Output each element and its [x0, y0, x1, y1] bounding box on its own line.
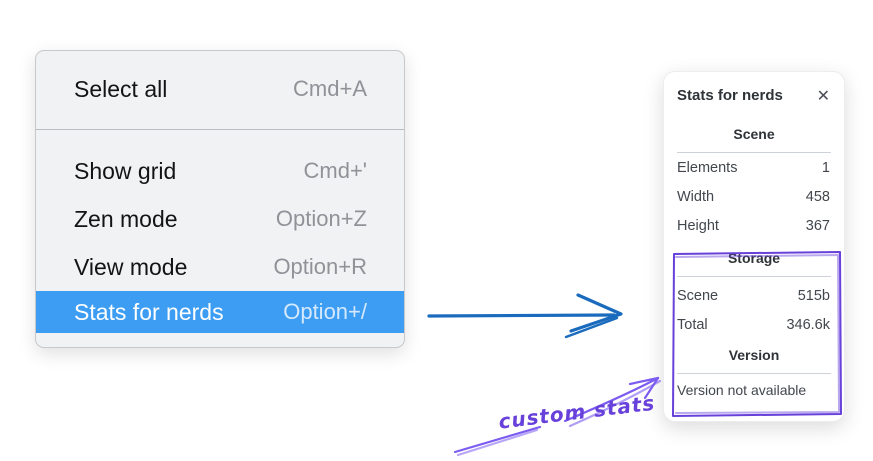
stats-panel-title: Stats for nerds: [677, 87, 783, 104]
stat-value: 346.6k: [786, 316, 830, 333]
menu-item-shortcut: Option+Z: [275, 206, 367, 231]
stat-label: Elements: [677, 159, 738, 176]
section-header: Storage: [727, 250, 781, 266]
stat-row: Scene 515b: [664, 281, 844, 310]
stat-row: Height 367: [664, 211, 844, 240]
menu-item-label: Stats for nerds: [74, 298, 224, 325]
menu-item-shortcut: Cmd+': [303, 158, 368, 183]
stat-label: Width: [677, 188, 715, 205]
section-divider: [677, 276, 831, 277]
stats-section-storage: Storage Scene 515b Total 346.6k: [664, 248, 844, 339]
stat-row: Elements 1: [664, 153, 844, 182]
menu-item-select-all[interactable]: Select all Cmd+A: [36, 64, 404, 114]
menu-item-stats-for-nerds[interactable]: Stats for nerds Option+/: [36, 291, 404, 333]
menu-item-zen-mode[interactable]: Zen mode Option+Z: [36, 195, 404, 243]
menu-item-label: Zen mode: [74, 205, 178, 232]
stats-section-version: Version Version not available: [664, 345, 844, 400]
menu-item-label: View mode: [74, 253, 188, 280]
stat-value: 1: [821, 159, 830, 176]
stat-row: Width 458: [664, 182, 844, 211]
section-header: Version: [728, 347, 780, 363]
menu-item-label: Select all: [74, 75, 168, 102]
stats-section-scene: Scene Elements 1 Width 458 Height 367: [664, 124, 844, 240]
context-menu: Select all Cmd+A Show grid Cmd+' Zen mod…: [35, 50, 405, 348]
stat-value: 458: [805, 188, 830, 205]
close-icon[interactable]: ✕: [816, 85, 830, 105]
menu-spacer: [36, 130, 404, 147]
stat-value: 515b: [797, 287, 830, 304]
custom-stats-label: custom stats: [497, 390, 657, 434]
stat-label: Height: [677, 217, 719, 234]
section-header: Scene: [733, 126, 775, 142]
section-divider: [677, 152, 831, 153]
menu-item-shortcut: Option+R: [273, 254, 367, 279]
section-divider: [677, 373, 831, 374]
version-note: Version not available: [677, 382, 807, 398]
stats-panel-header: Stats for nerds ✕: [664, 72, 844, 104]
menu-item-shortcut: Option+/: [283, 299, 367, 324]
menu-item-view-mode[interactable]: View mode Option+R: [36, 243, 404, 291]
stat-value: 367: [805, 217, 830, 234]
stat-row: Total 346.6k: [664, 310, 844, 339]
menu-item-show-grid[interactable]: Show grid Cmd+': [36, 147, 404, 195]
blue-arrow: [427, 293, 623, 339]
stats-panel: Stats for nerds ✕ Scene Elements 1 Width…: [663, 71, 845, 422]
menu-divider: [36, 129, 404, 130]
stat-label: Total: [677, 316, 708, 333]
menu-item-shortcut: Cmd+A: [293, 76, 367, 101]
stat-label: Scene: [677, 287, 719, 304]
menu-item-label: Show grid: [74, 157, 177, 184]
